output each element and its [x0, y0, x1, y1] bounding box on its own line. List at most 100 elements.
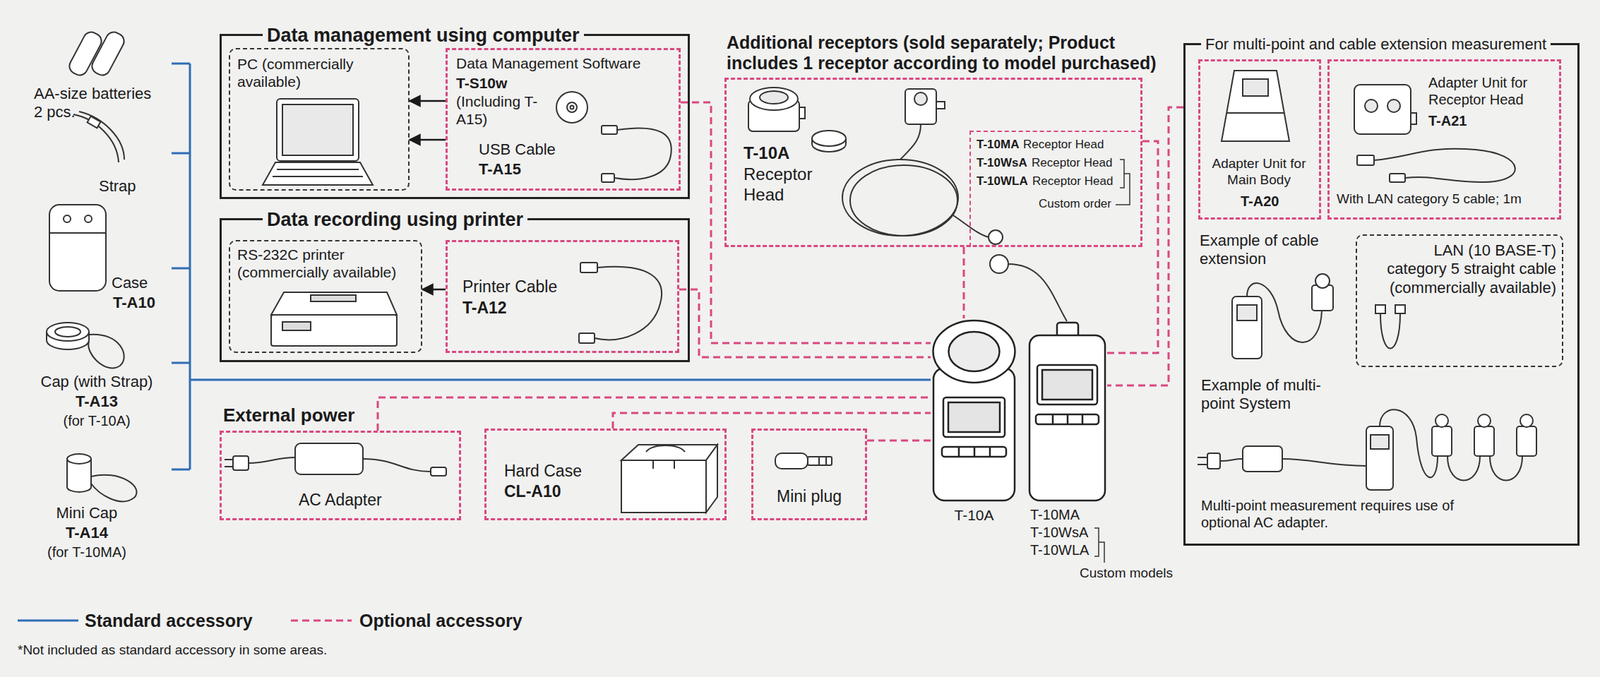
- lan-cable-icon: [1375, 305, 1406, 349]
- part-number: T-A12: [462, 298, 507, 319]
- part-label: Example of cable extension: [1199, 231, 1341, 270]
- drawing-part: [759, 91, 788, 104]
- drawing-part: [601, 125, 618, 135]
- drawing-part: [17, 619, 79, 623]
- drawing-part: [646, 445, 685, 452]
- part-label: (for T-10MA): [47, 543, 127, 561]
- drawing-part: [171, 63, 931, 470]
- drawing-part: [1221, 70, 1290, 142]
- part-name: Receptor Head: [1023, 137, 1104, 152]
- drawing-part: [276, 98, 359, 161]
- drawing-part: [812, 130, 846, 147]
- drawing-part: [1474, 426, 1495, 457]
- hard-case-icon: [621, 444, 718, 513]
- drawing-part: [842, 159, 959, 236]
- drawing-part: [614, 127, 672, 180]
- cd-icon: [556, 91, 588, 123]
- group-heading: Data management using computer: [262, 24, 584, 47]
- drawing-part: [1029, 335, 1106, 501]
- ac-adapter-icon: [224, 443, 447, 476]
- drawing-part: [49, 204, 106, 291]
- optional-accessory-box: External powerAC Adapter: [219, 430, 462, 521]
- part-name: Adapter Unit for Main Body: [1202, 156, 1316, 189]
- mini-cap-icon: [67, 454, 137, 502]
- meter-drawing: [933, 320, 1016, 501]
- part-name: Data Management Software: [456, 54, 641, 73]
- group-frame: RS-232C printer (commercially available)…: [219, 218, 690, 363]
- drawing-part: [953, 215, 989, 238]
- optional-link: [1107, 141, 1158, 354]
- part-name: T-10WLA: [1030, 541, 1089, 559]
- drawing-part: [1387, 99, 1401, 113]
- part-name: PC (commercially available): [237, 55, 404, 91]
- drawing-part: [55, 326, 81, 337]
- drawing-part: [63, 215, 71, 223]
- drawing-part: [84, 215, 92, 223]
- drawing-part: [601, 173, 615, 183]
- part-number: T-A10: [112, 293, 156, 313]
- drawing-part: [1395, 305, 1406, 314]
- cap-icon: [46, 322, 125, 368]
- drawing-part: [807, 456, 832, 466]
- data-arrow: [409, 100, 446, 103]
- receptor-cable: [989, 254, 1067, 322]
- drawing-part: [430, 467, 447, 476]
- drawing-part: [73, 111, 125, 163]
- part-name: With LAN category 5 cable; 1m: [1336, 191, 1522, 208]
- part-number: T-A13: [75, 392, 118, 411]
- part-name: Receptor Head: [1031, 156, 1113, 171]
- drawing-part: [262, 162, 373, 185]
- drawing-part: [1282, 458, 1367, 467]
- part-name: T-10WsA: [1030, 523, 1089, 541]
- drawing-part: [1052, 414, 1083, 425]
- drawing-part: [1094, 528, 1105, 563]
- optional-accessory-box: Adapter Unit for Receptor HeadT-A21With …: [1327, 59, 1562, 220]
- drawing-part: [1431, 426, 1452, 457]
- part-name: Custom models: [1079, 565, 1173, 582]
- drawing-part: [570, 105, 575, 110]
- drawing-part: [1042, 369, 1093, 400]
- part-name: Receptor Head: [743, 164, 829, 206]
- drawing-part: [1366, 426, 1394, 491]
- optional-accessory-box: Mini plug: [751, 428, 868, 521]
- legend-label: Optional accessory: [359, 610, 523, 632]
- drawing-part: [1477, 414, 1491, 428]
- drawing-part: [49, 232, 106, 234]
- group-frame: Adapter Unit for Main BodyT-A20Adapter U…: [1183, 43, 1580, 546]
- drawing-part: [272, 169, 363, 177]
- drawing-part: [621, 460, 707, 513]
- drawing-part: [1370, 434, 1389, 450]
- drawing-part: [310, 295, 356, 302]
- drawing-part: [941, 446, 1007, 457]
- part-label: Cap (with Strap): [40, 372, 154, 392]
- printer-cable-icon: [578, 262, 662, 344]
- drawing-part: [1516, 426, 1537, 457]
- drawing-part: [282, 321, 311, 331]
- drawing-part: [936, 101, 945, 109]
- drawing-part: [933, 320, 1016, 383]
- part-number: T-A15: [478, 160, 522, 179]
- part-name: Adapter Unit for Receptor Head: [1428, 74, 1542, 109]
- drawing-part: [653, 460, 675, 469]
- drawing-part: [594, 266, 662, 341]
- drawing-part: [621, 444, 718, 461]
- drawing-part: [87, 116, 101, 129]
- part-name: Receptor Head: [1032, 174, 1113, 189]
- part-name: RS-232C printer (commercially available): [237, 245, 418, 282]
- footnote: *Not included as standard accessory in s…: [17, 642, 327, 659]
- optional-accessory-box: Printer CableT-A12: [445, 240, 680, 354]
- drawing-part: [706, 444, 718, 513]
- drawing-part: [578, 333, 595, 344]
- group-heading: External power: [223, 404, 355, 427]
- drawing-part: [1037, 365, 1098, 405]
- part-label: Multi-point measurement requires use of …: [1201, 497, 1491, 531]
- usb-cable-icon: [601, 125, 672, 183]
- part-number: T-S10w: [456, 74, 507, 92]
- drawing-part: [914, 92, 928, 106]
- part-number: T-A21: [1428, 112, 1467, 130]
- part-label: Mini Cap: [56, 504, 118, 523]
- drawing-part: [1375, 305, 1386, 314]
